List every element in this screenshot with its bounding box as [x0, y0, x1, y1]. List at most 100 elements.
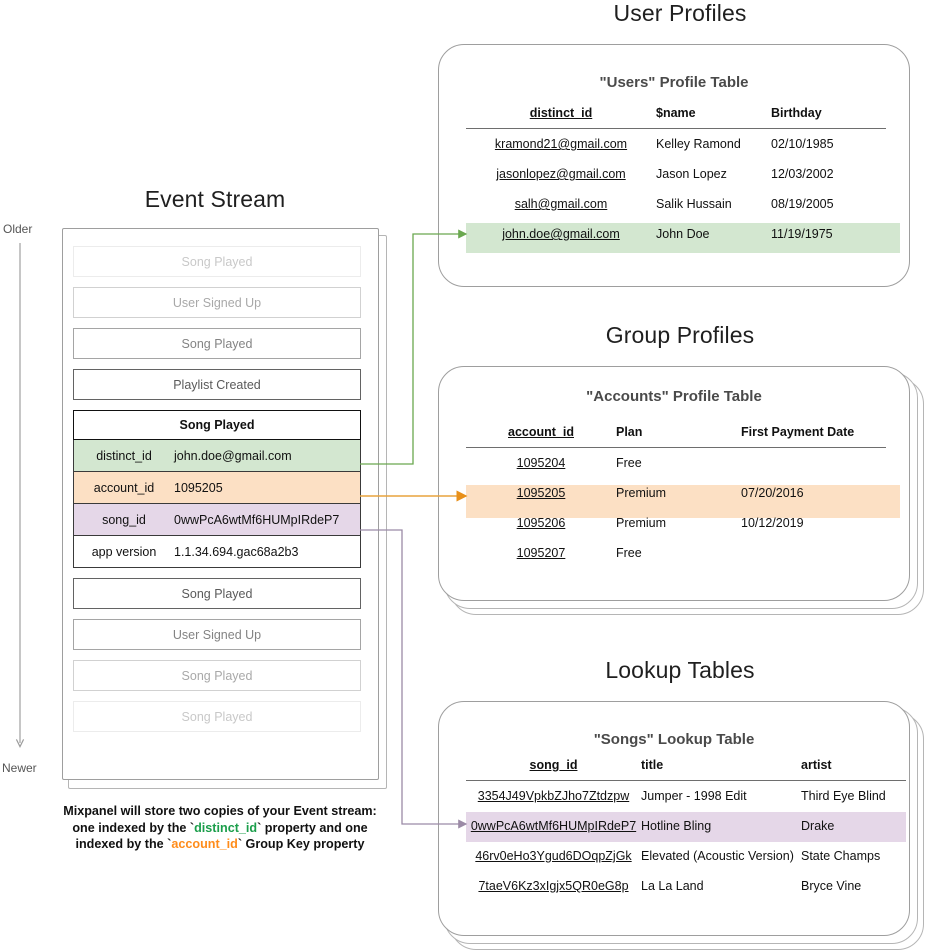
lookup-tables-title: Lookup Tables	[605, 657, 755, 683]
column-header: distinct_id	[529, 106, 593, 120]
table-row[interactable]: jasonlopez@gmail.com Jason Lopez 12/03/200…	[466, 159, 886, 189]
event-property-row[interactable]: distinct_id john.doe@gmail.com	[73, 440, 361, 472]
table-header-rule	[466, 128, 886, 130]
row-key-cell: john.doe@gmail.com	[502, 227, 620, 241]
row-cell: State Champs	[801, 849, 881, 863]
column-header: title	[641, 758, 664, 772]
event-box-label: Song Played	[181, 254, 253, 269]
column-header: Plan	[616, 425, 643, 439]
row-cell: Hotline Bling	[641, 819, 712, 833]
row-cell: John Doe	[656, 227, 710, 241]
table-header-rule	[466, 447, 886, 449]
users-table-title: "Users" Profile Table	[599, 74, 749, 91]
row-cell: 10/12/2019	[741, 516, 804, 530]
caption-line-1: Mixpanel will store two copies of your E…	[63, 804, 377, 818]
highlighted-row-band	[466, 812, 906, 842]
songs-table-title: "Songs" Lookup Table	[593, 731, 755, 748]
event-stream-title: Event Stream	[144, 186, 286, 212]
selected-event-title: Song Played	[179, 418, 255, 432]
event-property-row[interactable]: song_id 0wwPcA6wtMf6HUMpIRdeP7	[73, 504, 361, 536]
event-box-label: Song Played	[181, 336, 253, 351]
event-stream-caption: Mixpanel will store two copies of your E…	[30, 803, 410, 853]
caption-line-3a: indexed by the `	[75, 837, 172, 851]
row-cell: Jumper - 1998 Edit	[641, 789, 747, 803]
event-property-key: account_id	[93, 480, 155, 495]
event-box[interactable]: Song Played	[73, 701, 361, 732]
event-property-value: john.doe@gmail.com	[174, 448, 292, 463]
row-cell: Premium	[616, 516, 667, 530]
row-cell: Free	[616, 546, 642, 560]
event-property-value: 0wwPcA6wtMf6HUMpIRdeP7	[174, 512, 340, 527]
table-row[interactable]: john.doe@gmail.com John Doe 11/19/1975	[466, 219, 886, 249]
event-box[interactable]: Song Played	[73, 578, 361, 609]
column-header: song_id	[529, 758, 578, 772]
event-box[interactable]: Song Played	[73, 328, 361, 359]
row-cell: 08/19/2005	[771, 197, 834, 211]
row-cell: Kelley Ramond	[656, 137, 741, 151]
row-key-cell: 1095204	[516, 456, 566, 470]
highlighted-row-band	[466, 485, 900, 518]
event-box-label: Song Played	[181, 586, 253, 601]
table-row[interactable]: 1095204 Free	[466, 448, 886, 478]
table-header-rule	[466, 780, 906, 782]
event-box[interactable]: Song Played	[73, 660, 361, 691]
column-header: $name	[656, 106, 696, 120]
column-header: artist	[801, 758, 832, 772]
row-cell: Salik Hussain	[656, 197, 732, 211]
row-key-cell: salh@gmail.com	[514, 197, 608, 211]
selected-event-header[interactable]: Song Played	[73, 410, 361, 440]
row-cell: Premium	[616, 486, 667, 500]
event-property-value: 1095205	[174, 480, 223, 495]
event-property-key: distinct_id	[96, 448, 152, 463]
event-box[interactable]: Song Played	[73, 246, 361, 277]
row-cell: 07/20/2016	[741, 486, 804, 500]
table-row[interactable]: 1095207 Free	[466, 538, 886, 568]
column-header: account_id	[508, 425, 574, 439]
row-key-cell: jasonlopez@gmail.com	[496, 167, 626, 181]
event-property-key: song_id	[102, 512, 146, 527]
event-box[interactable]: Playlist Created	[73, 369, 361, 400]
row-cell	[741, 448, 886, 478]
row-key-cell: kramond21@gmail.com	[494, 137, 628, 151]
row-cell: La La Land	[641, 879, 704, 893]
group-profiles-title: Group Profiles	[605, 322, 755, 348]
event-box[interactable]: User Signed Up	[73, 287, 361, 318]
row-cell: Elevated (Acoustic Version)	[641, 849, 794, 863]
row-key-cell: 1095207	[516, 546, 566, 560]
row-cell: Free	[616, 456, 642, 470]
caption-account-id-key: account_id	[171, 837, 238, 851]
row-key-cell: 46rv0eHo3Ygud6DOqpZjGk	[475, 849, 632, 863]
event-box-label: User Signed Up	[172, 295, 262, 310]
row-key-cell: 7taeV6Kz3xIgjx5QR0eG8p	[478, 879, 629, 893]
row-cell: Third Eye Blind	[801, 789, 886, 803]
table-row[interactable]: 7taeV6Kz3xIgjx5QR0eG8p La La Land Bryce Vi…	[466, 871, 906, 901]
row-key-cell: 3354J49VpkbZJho7Ztdzpw	[477, 789, 630, 803]
timeline-older-label: Older	[3, 222, 33, 236]
row-cell: Drake	[801, 819, 835, 833]
row-cell: Bryce Vine	[801, 879, 862, 893]
caption-line-2a: one indexed by the `	[72, 820, 195, 835]
event-box-label: Song Played	[181, 668, 253, 683]
row-cell: 12/03/2002	[771, 167, 834, 181]
table-row[interactable]: 46rv0eHo3Ygud6DOqpZjGk Elevated (Acoustic…	[466, 841, 906, 871]
event-property-row[interactable]: account_id 1095205	[73, 472, 361, 504]
row-cell: 11/19/1975	[771, 227, 833, 241]
songs-lookup-table: song_id title artist 3354J49VpkbZJho7Ztdzpw…	[466, 758, 906, 901]
event-box[interactable]: User Signed Up	[73, 619, 361, 650]
event-property-key: app version	[91, 544, 157, 559]
table-row[interactable]: salh@gmail.com Salik Hussain 08/19/2005	[466, 189, 886, 219]
row-cell	[741, 538, 886, 568]
caption-distinct-id-key: distinct_id	[194, 820, 258, 835]
table-row[interactable]: 3354J49VpkbZJho7Ztdzpw Jumper - 1998 Edit…	[466, 781, 906, 811]
caption-line-3b: ` Group Key property	[237, 837, 365, 851]
row-cell: Jason Lopez	[656, 167, 727, 181]
timeline-newer-label: Newer	[2, 761, 37, 775]
